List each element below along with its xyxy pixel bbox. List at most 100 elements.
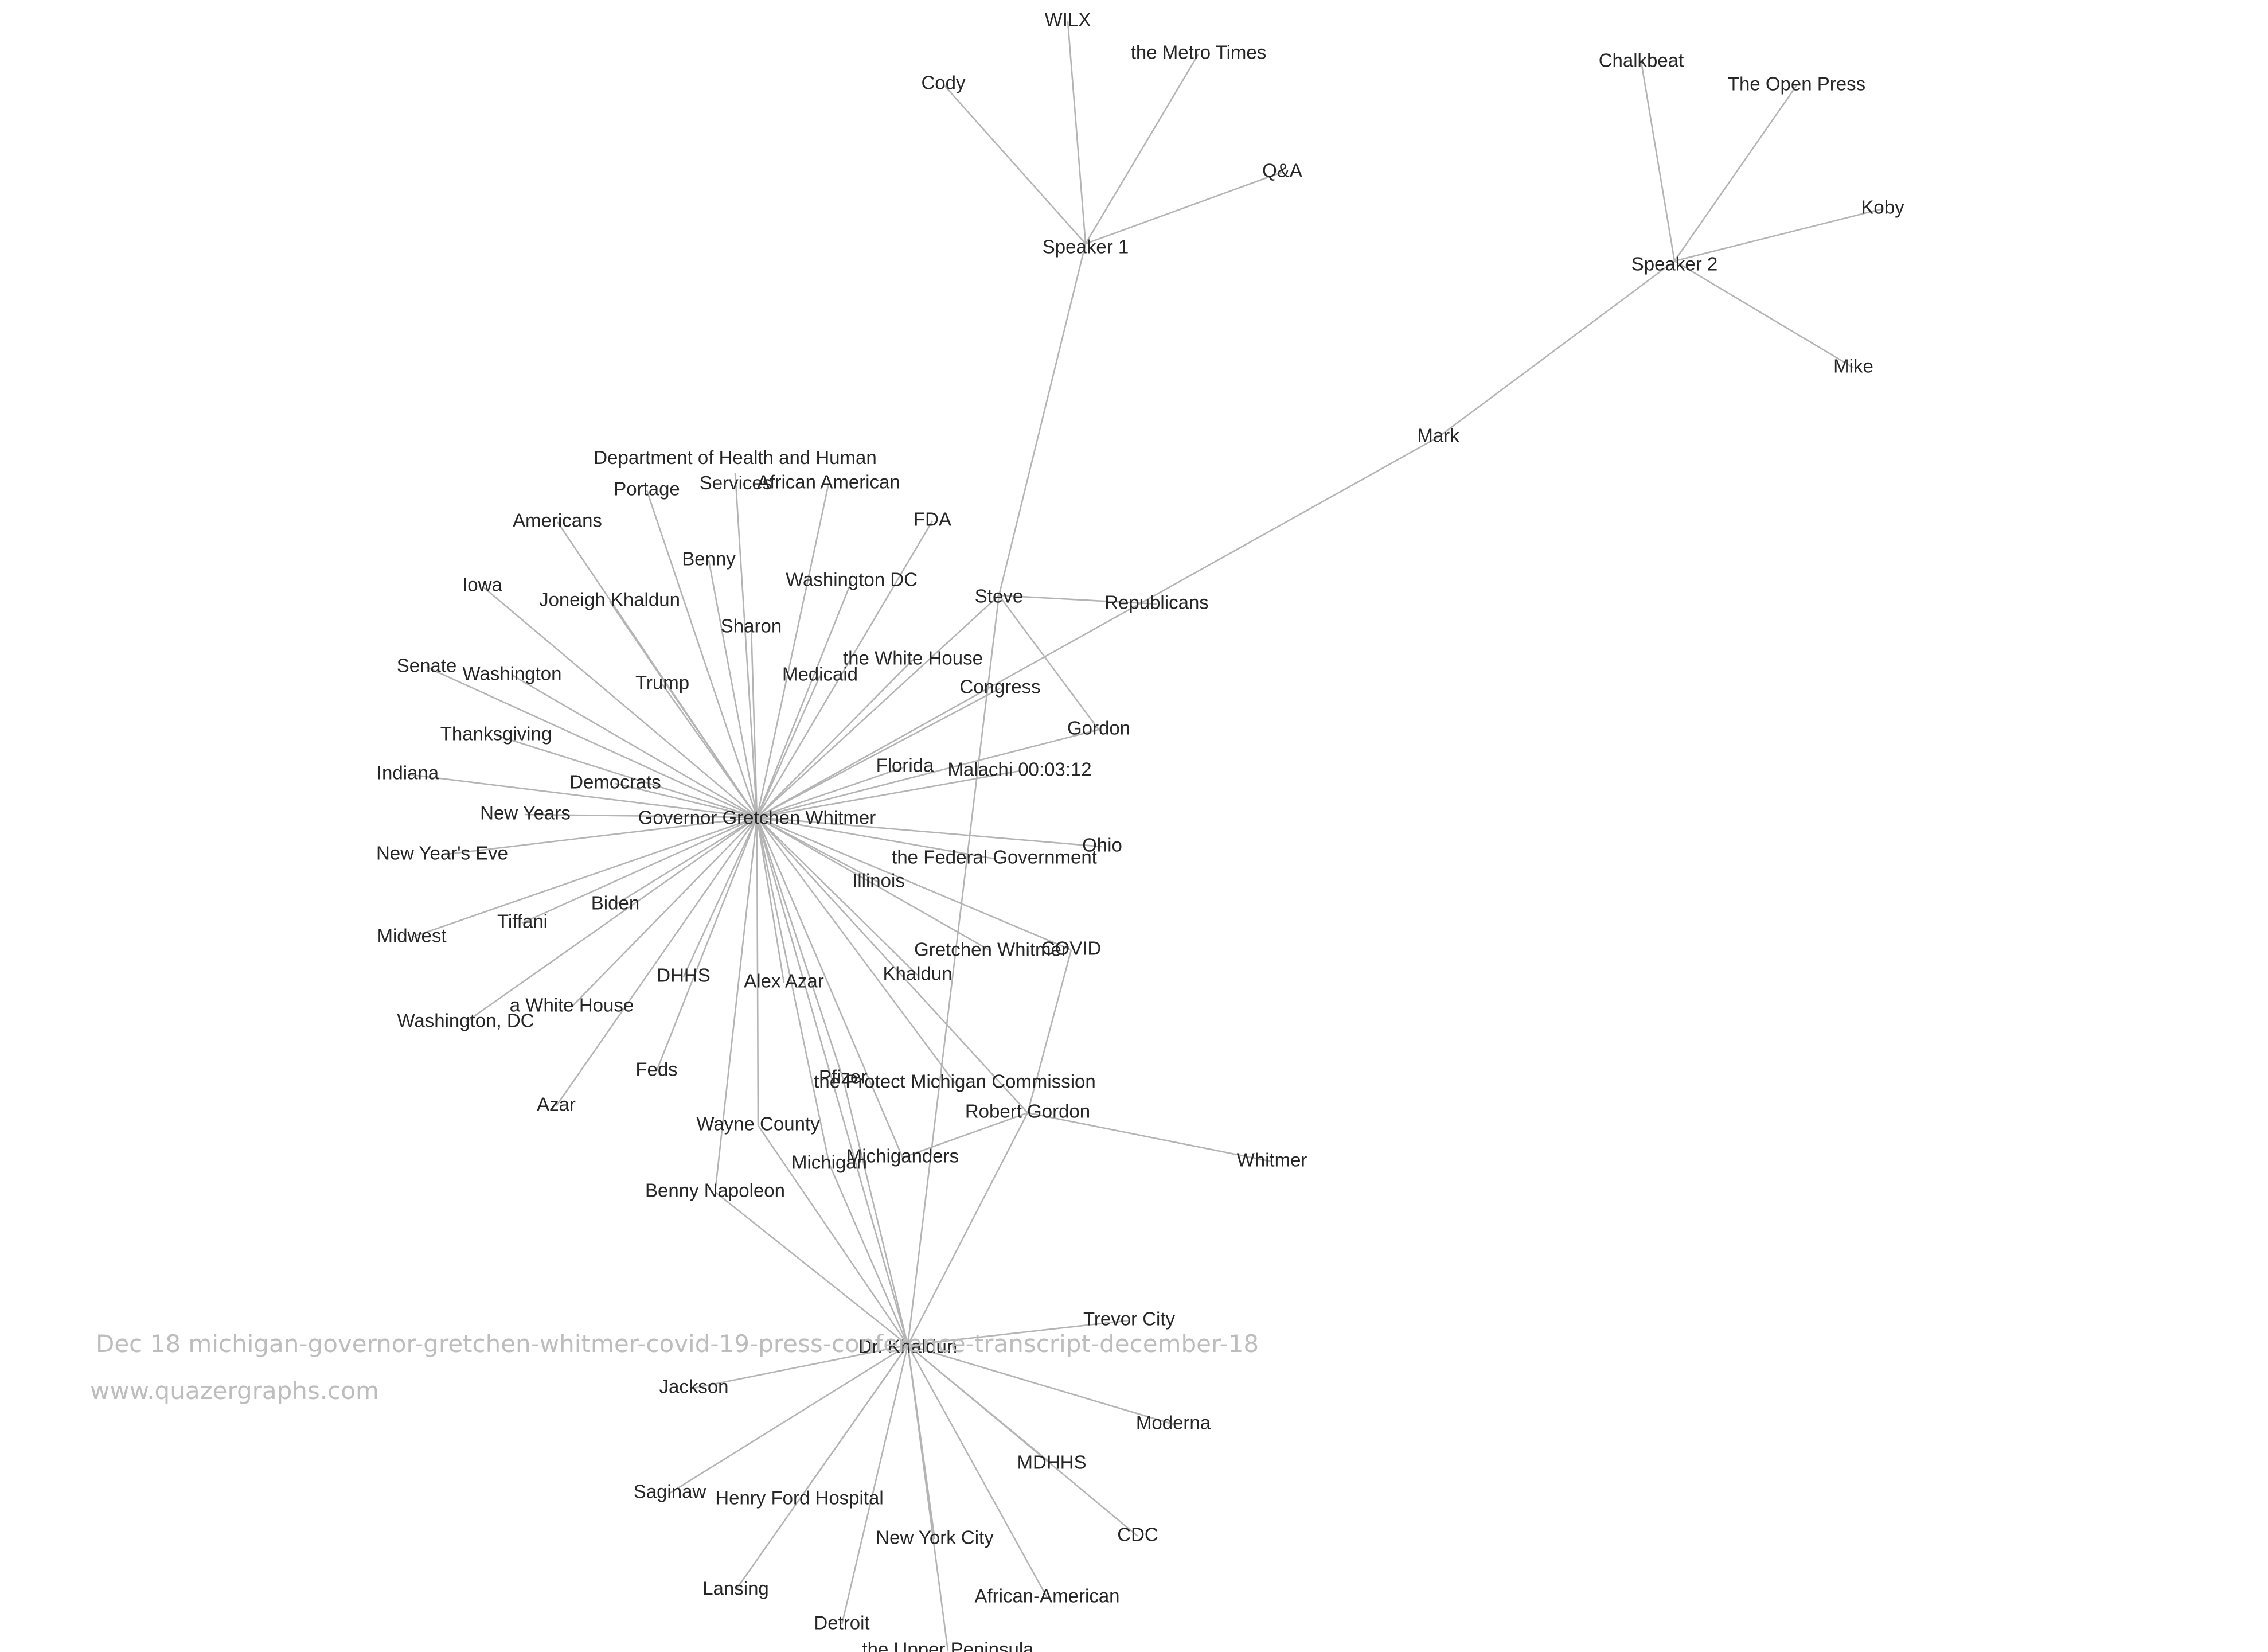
node-biden: Biden: [591, 893, 639, 914]
edge-khaldun-detroit: [841, 1345, 909, 1625]
edge-robert-michiganders: [902, 1112, 1028, 1159]
edge-gov-malachi: [756, 770, 1020, 819]
node-alexazar: Alex Azar: [744, 971, 823, 992]
node-midwest: Midwest: [377, 925, 446, 946]
node-koby: Koby: [1861, 197, 1904, 218]
edge-gov-benny: [708, 560, 758, 818]
edge-steve-gordon: [998, 595, 1100, 730]
node-joneigh: Joneigh Khaldun: [539, 589, 680, 610]
node-azar: Azar: [537, 1094, 576, 1115]
node-khaldun: Dr. Khaldun: [858, 1336, 957, 1357]
edge-robert-khaldun: [907, 1112, 1029, 1346]
edge-steve-republicans: [998, 594, 1157, 605]
node-ohio: Ohio: [1082, 835, 1122, 856]
edge-gov-florida: [756, 766, 905, 819]
edge-gov-bennynap: [714, 817, 758, 1193]
edge-sp2-koby: [1674, 208, 1883, 262]
node-americans: Americans: [513, 510, 602, 531]
edge-gov-wdc: [756, 580, 853, 818]
node-metro: the Metro Times: [1131, 42, 1267, 63]
edge-gov-michigan: [756, 817, 830, 1164]
node-iowa: Iowa: [462, 574, 502, 595]
node-nyc: New York City: [876, 1527, 994, 1548]
node-trevor: Trevor City: [1083, 1308, 1176, 1330]
node-indiana: Indiana: [377, 762, 439, 784]
node-detroit: Detroit: [814, 1612, 869, 1634]
edge-gov-whitehouse: [756, 659, 914, 818]
edge-gov-pmc: [756, 817, 956, 1084]
site-url: www.quazergraphs.com: [90, 1377, 379, 1405]
node-pmc: the Protect Michigan Commission: [814, 1071, 1096, 1092]
edge-khaldun-saginaw: [669, 1344, 908, 1494]
node-up: the Upper Peninsula: [862, 1639, 1034, 1652]
node-washdc2: Washington, DC: [397, 1010, 534, 1031]
node-mike: Mike: [1833, 356, 1873, 377]
node-trump: Trump: [635, 672, 689, 693]
edge-gov-michiganders: [756, 817, 904, 1158]
edge-gov-medicaid: [756, 675, 821, 818]
edge-khaldun-pfizer: [842, 1078, 909, 1346]
edge-gov-gretchen: [756, 816, 991, 952]
node-sp1: Speaker 1: [1043, 236, 1129, 258]
edge-sp2-mike: [1674, 260, 1854, 369]
node-gretchen: Gretchen Whitmer: [914, 939, 1068, 960]
edge-gov-tiffani: [522, 816, 758, 924]
edge-gov-azar: [555, 817, 758, 1106]
edge-khaldun-trevor: [907, 1319, 1130, 1346]
node-republicans: Republicans: [1104, 592, 1209, 613]
node-wdc: Washington DC: [786, 569, 918, 590]
edge-khaldun-michigan: [828, 1163, 909, 1346]
edge-sp2-chalkbeat: [1640, 61, 1676, 262]
node-whitehouse: the White House: [843, 648, 983, 669]
node-portage: Portage: [614, 478, 680, 500]
edge-gov-khaldun: [756, 817, 909, 1346]
node-afam2: African-American: [974, 1585, 1119, 1607]
edge-khaldun-moderna: [907, 1344, 1174, 1425]
edge-gov-indiana: [407, 773, 758, 819]
node-steve: Steve: [975, 586, 1023, 607]
edge-gov-newyears: [525, 813, 758, 819]
node-sp2: Speaker 2: [1631, 254, 1717, 275]
node-democrats: Democrats: [569, 772, 661, 793]
edge-gov-washington: [512, 674, 758, 819]
edge-gov-nye: [442, 816, 758, 856]
edge-khaldun-bennynap: [715, 1191, 908, 1346]
edge-gov-dhhs: [682, 817, 758, 977]
edge-gov-fedgov: [756, 816, 995, 860]
node-cody: Cody: [921, 72, 966, 93]
edge-khaldun-jackson: [693, 1344, 908, 1389]
edge-gov-pfizer: [756, 817, 844, 1079]
node-senate: Senate: [397, 655, 457, 676]
node-michigan: Michigan: [791, 1152, 867, 1173]
edge-gov-thanksgiving: [495, 734, 758, 819]
node-fedgov: the Federal Government: [892, 847, 1097, 868]
node-benny: Benny: [682, 548, 736, 570]
edge-gov-trump: [661, 684, 758, 818]
node-whitmer: Whitmer: [1237, 1150, 1307, 1171]
edge-mark-gov: [756, 436, 1439, 819]
edge-steve-gov: [756, 595, 1000, 818]
edge-khaldun-afam2: [907, 1345, 1048, 1598]
edge-gov-dhhs_full: [734, 473, 758, 818]
node-afam: African American: [757, 472, 900, 493]
node-malachi: Malachi 00:03:12: [947, 759, 1091, 780]
node-khaldun2: Khaldun: [883, 963, 952, 984]
edge-gov-sharon: [750, 627, 758, 818]
node-jackson: Jackson: [659, 1376, 728, 1397]
edge-steve-khaldun: [907, 595, 1000, 1346]
node-wayne: Wayne County: [696, 1113, 820, 1135]
node-washington: Washington: [462, 663, 561, 684]
edge-gov-midwest: [411, 816, 758, 938]
edge-gov-washdc2: [465, 816, 758, 1023]
edge-sp1-wilx: [1067, 21, 1087, 244]
node-dhhs: DHHS: [657, 965, 711, 986]
edge-khaldun-wayne: [757, 1125, 909, 1346]
edge-khaldun-lansing: [735, 1345, 909, 1591]
node-covid: COVID: [1041, 938, 1102, 959]
node-congress: Congress: [959, 676, 1040, 698]
node-gordon: Gordon: [1067, 718, 1130, 739]
edge-gov-ohio: [756, 816, 1103, 848]
